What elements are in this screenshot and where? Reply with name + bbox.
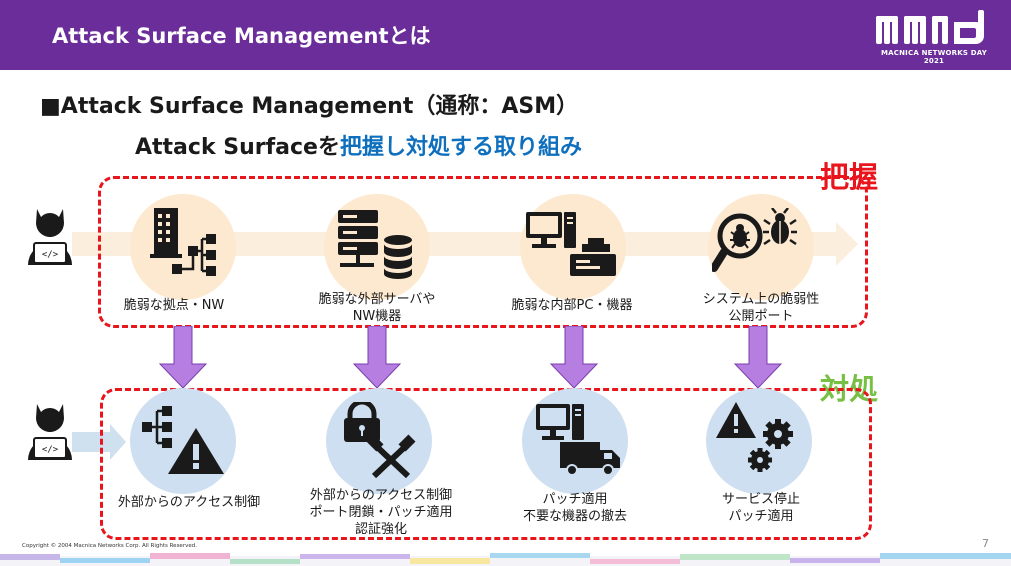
hacker-icon: </> bbox=[28, 209, 72, 265]
grasp-circle-1 bbox=[130, 194, 236, 300]
grasp-caption-1: 脆弱な拠点・NW bbox=[104, 297, 244, 314]
main-heading: ■Attack Surface Management（通称：ASM） bbox=[40, 94, 579, 119]
sub-heading-part1: Attack Surfaceを bbox=[135, 135, 340, 160]
handle-caption-2: 外部からのアクセス制御 ポート閉鎖・パッチ適用 認証強化 bbox=[292, 487, 470, 538]
mnd-logo bbox=[876, 10, 984, 44]
hacker-icon: </> bbox=[28, 404, 72, 460]
caption-line: パッチ適用 bbox=[728, 509, 794, 524]
caption-line: 外部からのアクセス制御 bbox=[117, 495, 261, 510]
grasp-caption-3: 脆弱な内部PC・機器 bbox=[496, 297, 648, 314]
flow-arrow-head bbox=[836, 222, 858, 266]
handle-caption-3: パッチ適用 不要な機器の撤去 bbox=[500, 491, 650, 525]
grasp-caption-2: 脆弱な外部サーバや NW機器 bbox=[302, 291, 452, 325]
caption-line: 認証強化 bbox=[354, 522, 407, 537]
page-number: 7 bbox=[982, 537, 989, 550]
svg-text:</>: </> bbox=[42, 445, 59, 455]
building-network-icon bbox=[150, 208, 216, 276]
lock-tools-icon bbox=[344, 402, 416, 478]
caption-line: 公開ポート bbox=[728, 309, 794, 324]
handle-caption-1: 外部からのアクセス制御 bbox=[104, 494, 274, 511]
magnifier-bug-icon bbox=[712, 208, 797, 272]
title-bar: Attack Surface Managementとは MACNICA NETW… bbox=[0, 0, 1011, 70]
copyright-text: Copyright © 2004 Macnica Networks Corp. … bbox=[22, 543, 197, 549]
sub-heading: Attack Surfaceを把握し対処する取り組み bbox=[135, 129, 582, 161]
caption-line: NW機器 bbox=[352, 309, 402, 324]
server-database-icon bbox=[338, 210, 412, 279]
response-arrow-head bbox=[110, 424, 126, 460]
down-arrow bbox=[733, 326, 783, 388]
handle-box bbox=[100, 388, 872, 540]
caption-line: 脆弱な拠点・NW bbox=[123, 298, 225, 313]
caption-line: 脆弱な外部サーバや bbox=[318, 292, 436, 307]
footer-color-bars bbox=[0, 553, 1011, 566]
caption-line: システム上の脆弱性 bbox=[702, 292, 820, 307]
handle-circle-4 bbox=[706, 388, 812, 494]
svg-text:</>: </> bbox=[42, 250, 59, 260]
caption-line: 不要な機器の撤去 bbox=[522, 509, 627, 524]
caption-line: パッチ適用 bbox=[542, 492, 608, 507]
caption-line: サービス停止 bbox=[721, 492, 800, 507]
grasp-box bbox=[98, 176, 868, 328]
down-arrow bbox=[352, 326, 402, 388]
pc-printer-icon bbox=[526, 212, 616, 276]
pc-truck-icon bbox=[536, 404, 620, 476]
handle-circle-1 bbox=[130, 388, 236, 494]
logo-subtitle: MACNICA NETWORKS DAY 2021 bbox=[881, 49, 987, 65]
caption-line: 脆弱な内部PC・機器 bbox=[511, 298, 633, 313]
sub-heading-part2: 把握し対処する取り組み bbox=[339, 135, 582, 160]
down-arrow bbox=[158, 326, 208, 388]
caption-line: 外部からのアクセス制御 bbox=[309, 488, 453, 503]
grasp-caption-4: システム上の脆弱性 公開ポート bbox=[686, 291, 836, 325]
slide-title: Attack Surface Managementとは bbox=[52, 24, 431, 48]
caption-line: ポート閉鎖・パッチ適用 bbox=[309, 505, 453, 520]
handle-caption-4: サービス停止 パッチ適用 bbox=[686, 491, 836, 525]
down-arrow bbox=[549, 326, 599, 388]
warning-gears-icon bbox=[716, 402, 793, 472]
network-warning-icon bbox=[142, 406, 224, 474]
